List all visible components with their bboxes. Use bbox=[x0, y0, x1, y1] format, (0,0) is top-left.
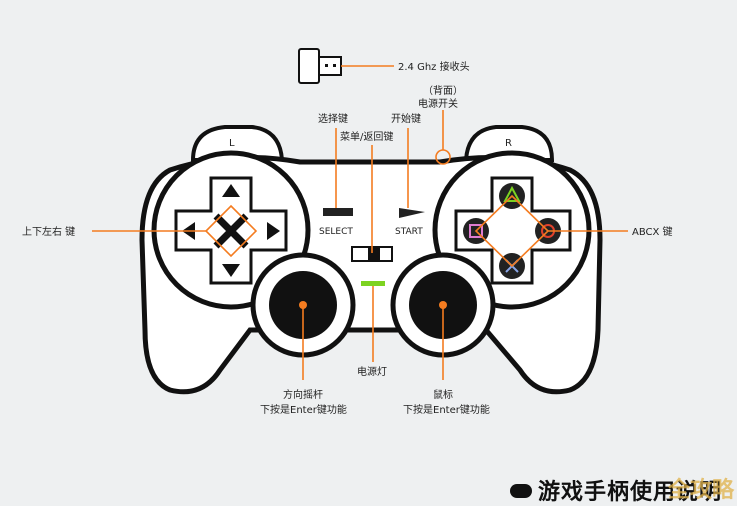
r-shoulder-button bbox=[463, 125, 555, 162]
left-stick-label-2: 下按是Enter键功能 bbox=[260, 403, 347, 416]
power-led-label: 电源灯 bbox=[357, 365, 387, 378]
square-icon bbox=[469, 224, 483, 238]
select-text: SELECT bbox=[319, 227, 353, 237]
select-button bbox=[323, 208, 353, 216]
dpad-up-arrow-icon bbox=[222, 184, 240, 197]
start-key-label: 开始键 bbox=[391, 112, 421, 125]
r-label: R bbox=[505, 138, 512, 149]
l-shoulder-button bbox=[190, 125, 285, 162]
receiver-label: 2.4 Ghz 接收头 bbox=[398, 60, 470, 73]
face-buttons bbox=[454, 176, 572, 285]
menu-back-switch-knob bbox=[368, 247, 380, 261]
triangle-icon bbox=[503, 185, 521, 202]
l-label: L bbox=[229, 138, 235, 149]
dpad-down-arrow-icon bbox=[222, 264, 240, 277]
menu-key-label: 菜单/返回键 bbox=[340, 130, 393, 143]
abcx-label: ABCX 键 bbox=[632, 225, 673, 238]
select-key-label: 选择键 bbox=[318, 112, 348, 125]
dpad-right-arrow-icon bbox=[267, 222, 280, 240]
power-led bbox=[361, 281, 385, 286]
dpad bbox=[174, 176, 288, 285]
dpad-label: 上下左右 键 bbox=[22, 225, 75, 238]
left-stick-label-1: 方向摇杆 bbox=[283, 388, 323, 401]
right-stick-label-1: 鼠标 bbox=[433, 388, 453, 401]
power-switch-label-2: 电源开关 bbox=[418, 97, 458, 110]
usb-receiver-icon bbox=[298, 48, 342, 84]
start-button bbox=[399, 208, 425, 218]
right-stick-label-2: 下按是Enter键功能 bbox=[403, 403, 490, 416]
power-switch-label-1: （背面） bbox=[423, 84, 463, 97]
gamepad-icon bbox=[510, 484, 532, 498]
watermark: 全攻略 bbox=[668, 478, 735, 503]
start-text: START bbox=[395, 227, 423, 237]
